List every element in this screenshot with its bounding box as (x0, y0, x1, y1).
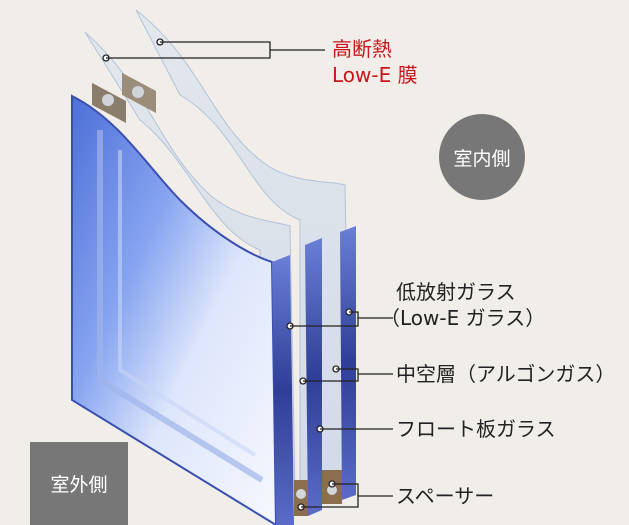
leader-coating (102, 38, 325, 62)
indoor-badge: 室内側 (439, 114, 525, 200)
leader-spacer (297, 480, 393, 511)
front-glass-edge (272, 255, 294, 525)
middle-glass-edge (305, 238, 322, 516)
back-glass-edge (340, 226, 356, 500)
front-glass-inner-line-2 (118, 150, 257, 457)
float-glass-label: フロート板ガラス (396, 417, 556, 441)
front-glass-inner-line (97, 130, 264, 483)
coating-label-line2: Low-E 膜 (332, 63, 418, 87)
outdoor-badge: 室外側 (30, 442, 128, 525)
leader-float-glass (316, 425, 393, 433)
leader-lowe-glass (286, 308, 393, 330)
lowe-glass-label-line2: （Low-E ガラス） (380, 306, 546, 330)
hollow-layer-label: 中空層（アルゴンガス） (396, 362, 616, 386)
front-glass-pane (71, 94, 278, 525)
leader-hollow-layer (299, 365, 393, 385)
top-spacer (92, 72, 156, 123)
coating-label-line1: 高断熱 (332, 37, 392, 61)
spacer-label: スペーサー (396, 484, 495, 508)
lowe-glass-label-line1: 低放射ガラス (396, 280, 516, 304)
